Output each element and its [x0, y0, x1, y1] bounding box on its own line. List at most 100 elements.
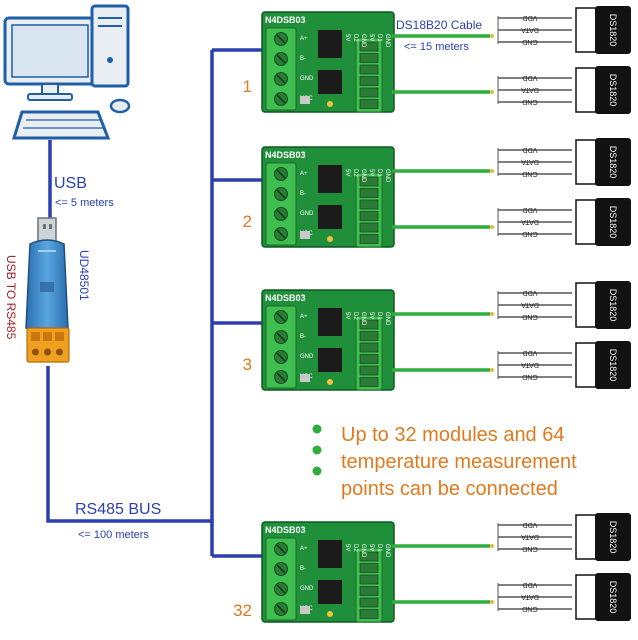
module-right-pin-label: GND: [384, 544, 390, 558]
ds1820-sensor-icon: VDD3DATA2GND1DS1820: [497, 281, 631, 329]
module-right-pin-label: GND: [384, 312, 390, 326]
module-right-pin-label: GND: [360, 312, 366, 326]
sensor-pin-label: GND: [522, 545, 538, 552]
rs485-bus-label: RS485 BUS: [75, 501, 161, 518]
sensor-pin-label: VDD: [523, 289, 538, 296]
cable-junction: [490, 368, 494, 372]
module-left-pin-label: B-: [300, 334, 306, 340]
module-left-pin-label: A+: [300, 546, 308, 552]
module-board-label: N4DSB03: [265, 15, 306, 25]
module-right-pin-label: D2: [352, 34, 358, 42]
ds1820-sensor-icon: VDD3DATA2GND1DS1820: [497, 66, 631, 114]
module-right-pin-label: 5V: [344, 544, 350, 551]
ds1820-sensor-icon: VDD3DATA2GND1DS1820: [497, 513, 631, 561]
module-right-pin-label: D2: [352, 312, 358, 320]
ds1820-sensor-icon: VDD3DATA2GND1DS1820: [497, 6, 631, 54]
note-bullet-icon: [312, 466, 322, 476]
sensor-pin-label: GND: [522, 373, 538, 380]
sensor-pin-label: VDD: [523, 146, 538, 153]
module-right-pin-label: 5V: [344, 169, 350, 176]
module-left-pin-label: B-: [300, 566, 306, 572]
note-line: Up to 32 modules and 64: [341, 424, 565, 446]
ds1820-sensor-icon: VDD3DATA2GND1DS1820: [497, 573, 631, 621]
module-left-pin-label: B-: [300, 56, 306, 62]
computer-icon: [3, 4, 131, 140]
sensor-pin-label: GND: [522, 98, 538, 105]
note-bullet-icon: [312, 424, 322, 434]
module-board-label: N4DSB03: [265, 293, 306, 303]
sensor-pin-label: DATA: [521, 86, 539, 93]
module-number-label: 32: [233, 601, 252, 620]
module-right-pin-label: 5V: [368, 34, 374, 41]
cable-length-label: <= 15 meters: [404, 41, 469, 53]
module-board-label: N4DSB03: [265, 525, 306, 535]
cable-junction: [490, 600, 494, 604]
sensors-group: VDD3DATA2GND1DS1820VDD3DATA2GND1DS1820VD…: [392, 6, 631, 621]
module-left-pin-label: GND: [300, 211, 314, 217]
sensor-pin-label: DATA: [521, 218, 539, 225]
module-right-pin-label: GND: [360, 169, 366, 183]
capacity-note: Up to 32 modules and 64 temperature meas…: [312, 424, 577, 500]
sensor-name-label: DS1820: [608, 14, 618, 47]
usb-to-rs485-label: USB TO RS485: [4, 255, 18, 340]
module-right-pin-label: D1: [376, 312, 382, 320]
modules-group: N4DSB03A+B-GNDVCC5VD2GND5VD1GND1N4DSB03A…: [233, 11, 395, 623]
note-line: temperature measurement: [341, 451, 577, 473]
sensor-name-label: DS1820: [608, 206, 618, 239]
cable-junction: [490, 90, 494, 94]
ds1820-sensor-icon: VDD3DATA2GND1DS1820: [497, 138, 631, 186]
module-right-pin-label: 5V: [368, 544, 374, 551]
cable-junction: [490, 225, 494, 229]
cable-junction: [490, 34, 494, 38]
converter-model-label: UD48501: [77, 250, 91, 301]
bus-lines: [46, 48, 266, 558]
sensor-pin-label: DATA: [521, 301, 539, 308]
module-board-label: N4DSB03: [265, 150, 306, 160]
sensor-pin-label: GND: [522, 230, 538, 237]
module-right-pin-label: GND: [384, 34, 390, 48]
usb-length-label: <= 5 meters: [55, 197, 114, 209]
module-right-pin-label: D2: [352, 169, 358, 177]
module-right-pin-label: GND: [360, 34, 366, 48]
sensor-pin-label: DATA: [521, 593, 539, 600]
module-right-pin-label: 5V: [344, 312, 350, 319]
cable-junction: [490, 544, 494, 548]
module-left-pin-label: GND: [300, 586, 314, 592]
module-left-pin-label: GND: [300, 354, 314, 360]
module-left-pin-label: GND: [300, 76, 314, 82]
sensor-pin-label: DATA: [521, 361, 539, 368]
cable-junction: [490, 169, 494, 173]
module-right-pin-label: 5V: [368, 312, 374, 319]
module-right-pin-label: GND: [384, 169, 390, 183]
sensor-pin-label: VDD: [523, 349, 538, 356]
sensor-pin-label: VDD: [523, 206, 538, 213]
module-left-pin-label: A+: [300, 171, 308, 177]
module-number-label: 1: [243, 77, 252, 96]
module-right-pin-label: 5V: [368, 169, 374, 176]
sensor-pin-label: DATA: [521, 158, 539, 165]
module-left-pin-label: B-: [300, 191, 306, 197]
sensor-pin-label: VDD: [523, 14, 538, 21]
sensor-name-label: DS1820: [608, 581, 618, 614]
bus-length-label: <= 100 meters: [78, 529, 149, 541]
sensor-pin-label: GND: [522, 170, 538, 177]
module-left-pin-label: A+: [300, 314, 308, 320]
sensor-pin-label: VDD: [523, 521, 538, 528]
sensor-pin-label: VDD: [523, 74, 538, 81]
module-right-pin-label: GND: [360, 544, 366, 558]
cable-junction: [490, 312, 494, 316]
module-left-pin-label: A+: [300, 36, 308, 42]
module-right-pin-label: D1: [376, 169, 382, 177]
module-number-label: 2: [243, 212, 252, 231]
sensor-name-label: DS1820: [608, 289, 618, 322]
sensor-pin-label: DATA: [521, 533, 539, 540]
sensor-pin-label: VDD: [523, 581, 538, 588]
module-right-pin-label: D2: [352, 544, 358, 552]
sensor-pin-label: GND: [522, 313, 538, 320]
sensor-name-label: DS1820: [608, 521, 618, 554]
usb-label: USB: [54, 175, 87, 192]
usb-to-rs485-converter-icon: [25, 217, 70, 363]
